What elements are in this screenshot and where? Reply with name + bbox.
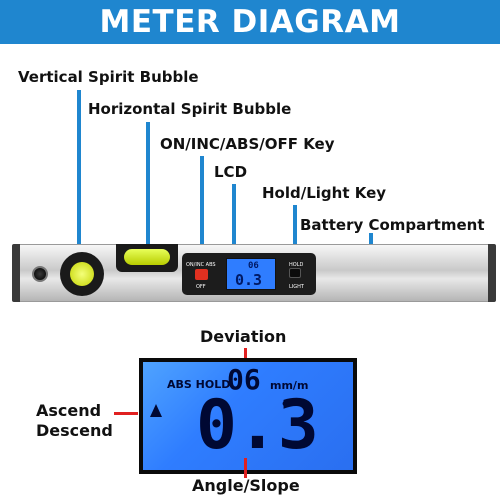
vertical-bubble-label: Vertical Spirit Bubble	[18, 68, 199, 86]
lcd-angle-value: 0.3	[196, 386, 319, 465]
lcd-leader	[232, 184, 236, 260]
lcd-display	[143, 362, 353, 470]
horizontal-bubble-label: Horizontal Spirit Bubble	[88, 100, 292, 118]
diagram-title: METER DIAGRAM	[99, 4, 401, 40]
horizontal-spirit-bubble	[124, 249, 170, 265]
on-inc-abs-off-key[interactable]	[195, 269, 208, 280]
mini-lcd-deviation: 06	[248, 261, 259, 271]
angle-slope-label: Angle/Slope	[192, 476, 300, 495]
lcd-label: LCD	[214, 163, 248, 181]
mini-lcd-reading: 0.3	[235, 271, 263, 289]
level-end-cap-right	[488, 244, 496, 302]
lcd-deviation-unit: mm/m	[270, 379, 309, 392]
descend-label: Descend	[36, 421, 113, 440]
vertical-bubble-leader	[77, 90, 81, 282]
mini-lcd-screen	[226, 258, 276, 290]
ascend-label: Ascend	[36, 401, 102, 420]
hold-light-key-label: Hold/Light Key	[262, 184, 387, 202]
level-end-cap-left	[12, 244, 20, 302]
hold-key-top-text: HOLD	[289, 262, 304, 268]
lcd-deviation-value: 06	[227, 363, 261, 396]
deviation-label: Deviation	[200, 327, 287, 346]
hold-light-leader	[293, 205, 297, 269]
hold-light-key[interactable]	[289, 268, 301, 278]
hanging-hole	[32, 266, 48, 282]
lcd-degree-symbol: °	[281, 398, 290, 419]
horizontal-bubble-leader	[146, 122, 150, 244]
title-banner: METER DIAGRAM	[0, 0, 500, 44]
hold-key-bottom-text: LIGHT	[289, 284, 304, 290]
lcd-status-text: ABS HOLD	[167, 378, 231, 391]
ascend-descend-marker	[114, 412, 138, 415]
battery-compartment-label: Battery Compartment	[300, 216, 485, 234]
power-key-top-text: ON/INC ABS	[186, 262, 216, 268]
power-key-bottom-text: OFF	[196, 284, 206, 290]
power-key-leader	[200, 156, 204, 272]
power-key-label: ON/INC/ABS/OFF Key	[160, 135, 335, 153]
vertical-spirit-bubble	[70, 262, 94, 286]
angle-slope-marker	[244, 458, 247, 478]
ascend-indicator-icon	[150, 404, 162, 417]
